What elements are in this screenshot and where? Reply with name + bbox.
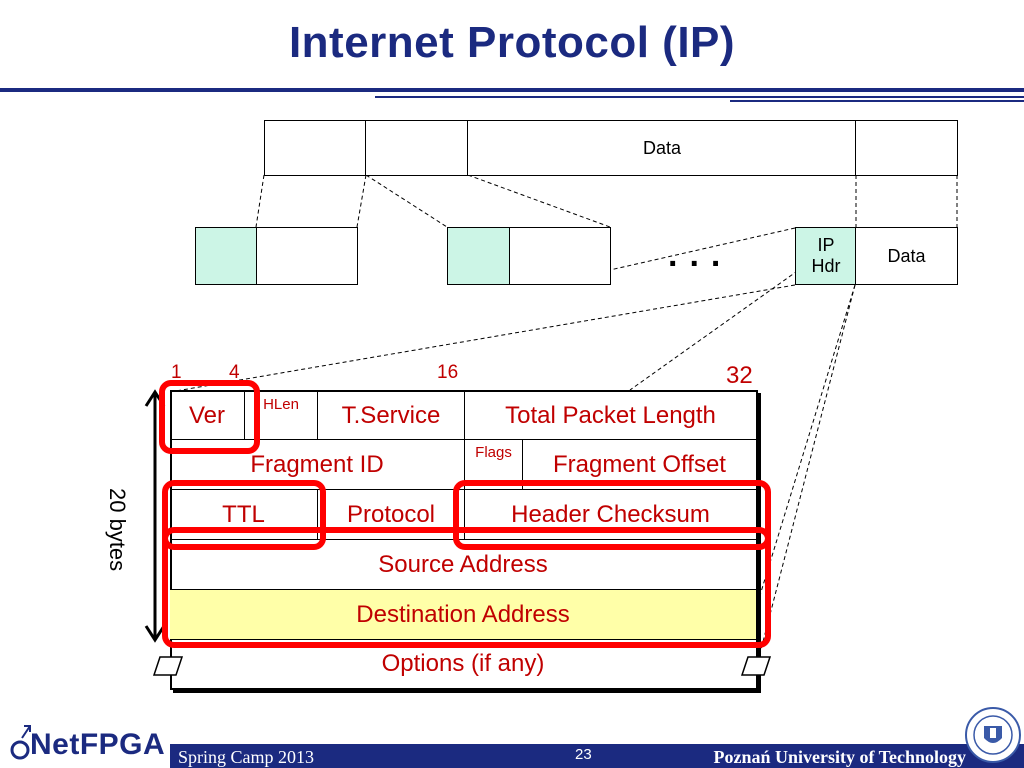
footer-event: Spring Camp 2013 <box>178 747 315 767</box>
field-total-length: Total Packet Length <box>465 392 756 440</box>
bit-label-1: 1 <box>171 362 182 383</box>
field-fragment-offset: Fragment Offset <box>523 440 756 490</box>
highlight-ttl <box>162 480 326 550</box>
highlight-checksum <box>453 480 771 550</box>
fragment-1-header <box>195 227 258 285</box>
fragment-n-ip-header: IP Hdr <box>795 227 857 285</box>
field-options: Options (if any) <box>381 650 545 677</box>
field-ttl: TTL <box>170 490 318 540</box>
field-header-checksum: Header Checksum <box>465 490 756 540</box>
options-tear-left <box>152 656 184 676</box>
netfpga-logo-icon <box>10 725 31 760</box>
fragments-ellipsis: ... <box>668 236 733 274</box>
field-flags: Flags <box>465 440 523 490</box>
top-packet-segment-1 <box>264 120 367 176</box>
field-ver: Ver <box>170 392 245 440</box>
highlight-addresses <box>162 527 771 648</box>
field-hlen: HLen <box>245 392 318 440</box>
bit-label-16: 16 <box>437 362 459 383</box>
footer-institution: Poznań University of Technology <box>713 747 966 767</box>
field-tservice: T.Service <box>318 392 465 440</box>
options-tear-right <box>740 656 772 676</box>
bit-label-32: 32 <box>726 362 753 389</box>
highlight-ver <box>159 380 260 454</box>
fragment-1-data <box>256 227 358 285</box>
footer-page-number: 23 <box>575 746 592 763</box>
top-packet-segment-4 <box>855 120 958 176</box>
field-source-address: Source Address <box>170 540 756 590</box>
fragment-n-data: Data <box>855 227 958 285</box>
title-divider <box>0 88 1024 102</box>
bit-label-4: 4 <box>229 362 240 383</box>
top-packet-segment-2 <box>365 120 469 176</box>
university-seal-icon <box>965 707 1021 763</box>
field-destination-address: Destination Address <box>170 590 756 640</box>
netfpga-logo-text: NetFPGA <box>30 728 166 761</box>
field-protocol: Protocol <box>318 490 465 540</box>
fragment-2-header <box>447 227 511 285</box>
top-packet-data: Data <box>467 120 857 176</box>
fragment-2-data <box>509 227 611 285</box>
page-title: Internet Protocol (IP) <box>288 18 736 67</box>
fragment-n-data-label: Data <box>887 245 926 266</box>
footer-bar <box>170 744 1024 768</box>
top-packet-data-label: Data <box>642 137 682 158</box>
twenty-bytes-label: 20 bytes <box>105 488 130 572</box>
